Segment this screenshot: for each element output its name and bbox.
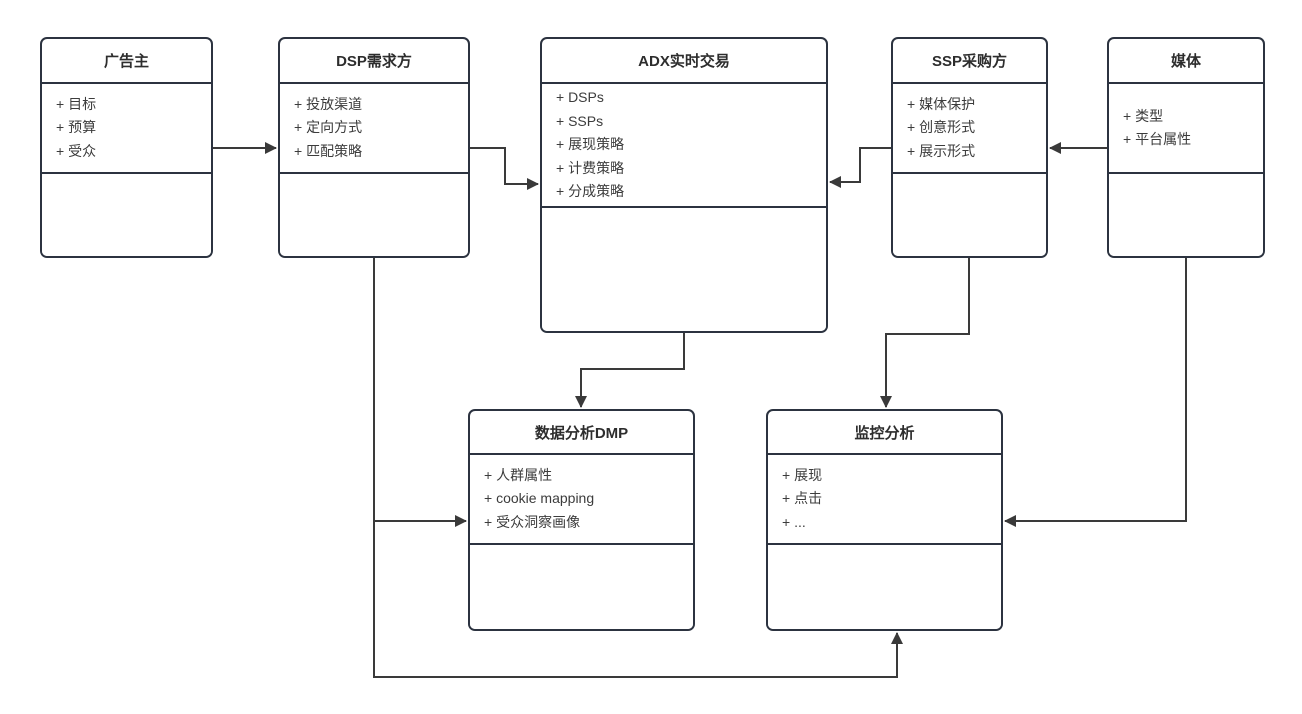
node-media: 媒体 + 类型 + 平台属性 <box>1107 37 1265 258</box>
node-attributes-media: + 类型 + 平台属性 <box>1109 84 1263 174</box>
node-empty-compartment <box>470 545 693 629</box>
node-attributes-adx: + DSPs + SSPs + 展现策略 + 计费策略 + 分成策略 <box>542 84 826 208</box>
node-monitor: 监控分析 + 展现 + 点击 + ... <box>766 409 1003 631</box>
node-title-advertiser: 广告主 <box>42 39 211 84</box>
node-empty-compartment <box>893 174 1046 256</box>
edge-ssp-to-monitor <box>880 258 970 408</box>
node-dsp: DSP需求方 + 投放渠道 + 定向方式 + 匹配策略 <box>278 37 470 258</box>
attribute-row: + 目标 <box>56 95 97 112</box>
attribute-row: + 受众 <box>56 142 97 159</box>
attribute-row: + cookie mapping <box>484 490 595 507</box>
attribute-row: + 展现 <box>782 466 823 483</box>
attribute-row: + 定向方式 <box>294 119 363 136</box>
attribute-row: + 投放渠道 <box>294 95 363 112</box>
node-attributes-monitor: + 展现 + 点击 + ... <box>768 455 1001 545</box>
attribute-row: + 展现策略 <box>556 136 625 153</box>
attribute-row: + 计费策略 <box>556 159 625 176</box>
node-attributes-advertiser: + 目标 + 预算 + 受众 <box>42 84 211 174</box>
attribute-row: + 匹配策略 <box>294 142 363 159</box>
edge-dsp-to-dmp <box>373 258 467 527</box>
edge-media-to-monitor <box>1004 258 1187 527</box>
attribute-row: + 类型 <box>1123 107 1164 124</box>
attribute-row: + 预算 <box>56 119 97 136</box>
node-title-adx: ADX实时交易 <box>542 39 826 84</box>
node-ssp: SSP采购方 + 媒体保护 + 创意形式 + 展示形式 <box>891 37 1048 258</box>
node-empty-compartment <box>768 545 1001 629</box>
attribute-row: + 展示形式 <box>907 142 976 159</box>
node-empty-compartment <box>42 174 211 256</box>
node-adx: ADX实时交易 + DSPs + SSPs + 展现策略 + 计费策略 + 分成策略 <box>540 37 828 333</box>
node-title-monitor: 监控分析 <box>768 411 1001 455</box>
node-empty-compartment <box>542 208 826 331</box>
attribute-row: + 创意形式 <box>907 119 976 136</box>
node-dmp: 数据分析DMP + 人群属性 + cookie mapping + 受众洞察画像 <box>468 409 695 631</box>
attribute-row: + ... <box>782 513 806 530</box>
node-attributes-dsp: + 投放渠道 + 定向方式 + 匹配策略 <box>280 84 468 174</box>
node-advertiser: 广告主 + 目标 + 预算 + 受众 <box>40 37 213 258</box>
attribute-row: + 分成策略 <box>556 183 625 200</box>
attribute-row: + 受众洞察画像 <box>484 513 581 530</box>
attribute-row: + 平台属性 <box>1123 131 1192 147</box>
attribute-row: + SSPs <box>556 112 604 129</box>
edge-dsp-to-adx <box>470 147 539 190</box>
node-title-dmp: 数据分析DMP <box>470 411 693 455</box>
node-title-media: 媒体 <box>1109 39 1263 84</box>
edge-adx-to-dmp <box>575 333 685 408</box>
attribute-row: + 人群属性 <box>484 466 553 483</box>
node-attributes-dmp: + 人群属性 + cookie mapping + 受众洞察画像 <box>470 455 693 545</box>
attribute-row: + 媒体保护 <box>907 95 976 112</box>
node-empty-compartment <box>1109 174 1263 256</box>
attribute-row: + 点击 <box>782 490 823 507</box>
node-title-dsp: DSP需求方 <box>280 39 468 84</box>
attribute-row: + DSPs <box>556 89 604 106</box>
node-attributes-ssp: + 媒体保护 + 创意形式 + 展示形式 <box>893 84 1046 174</box>
node-title-ssp: SSP采购方 <box>893 39 1046 84</box>
node-empty-compartment <box>280 174 468 256</box>
edge-ssp-to-adx <box>829 147 891 188</box>
